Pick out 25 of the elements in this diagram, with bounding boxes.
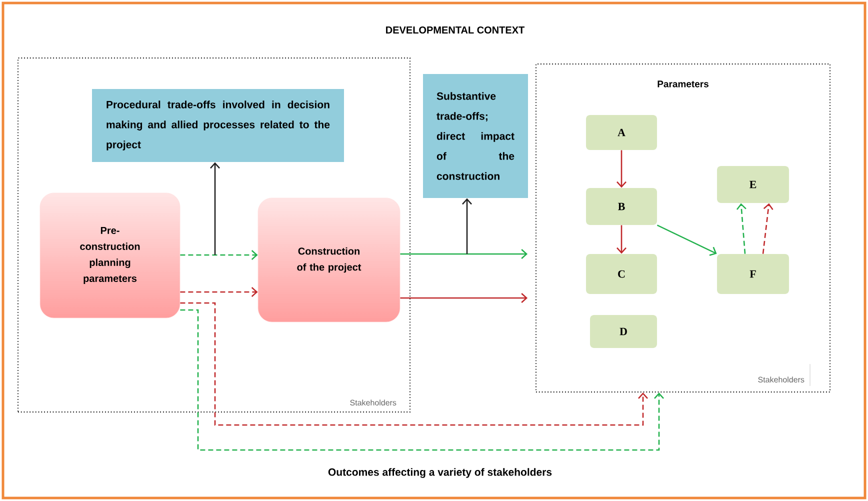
process-box: Construction of the project: [258, 198, 400, 322]
process-box: Pre- construction planning parameters: [40, 192, 180, 318]
arrow: [762, 203, 774, 254]
arrow: [656, 224, 717, 256]
parameter-box: C: [586, 254, 657, 294]
arrow: [616, 150, 626, 188]
parameter-box: E: [717, 166, 789, 203]
caption: Outcomes affecting a variety of stakeholders: [328, 468, 552, 478]
arrow: [180, 302, 648, 426]
parameter-box: D: [590, 315, 657, 348]
arrow: [616, 225, 626, 254]
title: DEVELOPMENTAL CONTEXT: [386, 26, 525, 34]
arrow: [400, 249, 528, 259]
parameter-box: F: [717, 254, 789, 294]
parameter-box: B: [586, 188, 657, 225]
arrow: [210, 162, 220, 255]
arrow: [180, 250, 258, 260]
arrow: [400, 293, 528, 303]
arrow: [736, 203, 746, 254]
note-box: Substantive trade-offs; direct impact of the construction: [423, 74, 528, 198]
note-box: Procedural trade-offs involved in decision making and allied processes related to the project: [92, 89, 344, 162]
arrow: [180, 287, 258, 297]
arrow: [180, 309, 664, 451]
arrow: [462, 198, 472, 254]
parameter-box: A: [586, 115, 657, 150]
